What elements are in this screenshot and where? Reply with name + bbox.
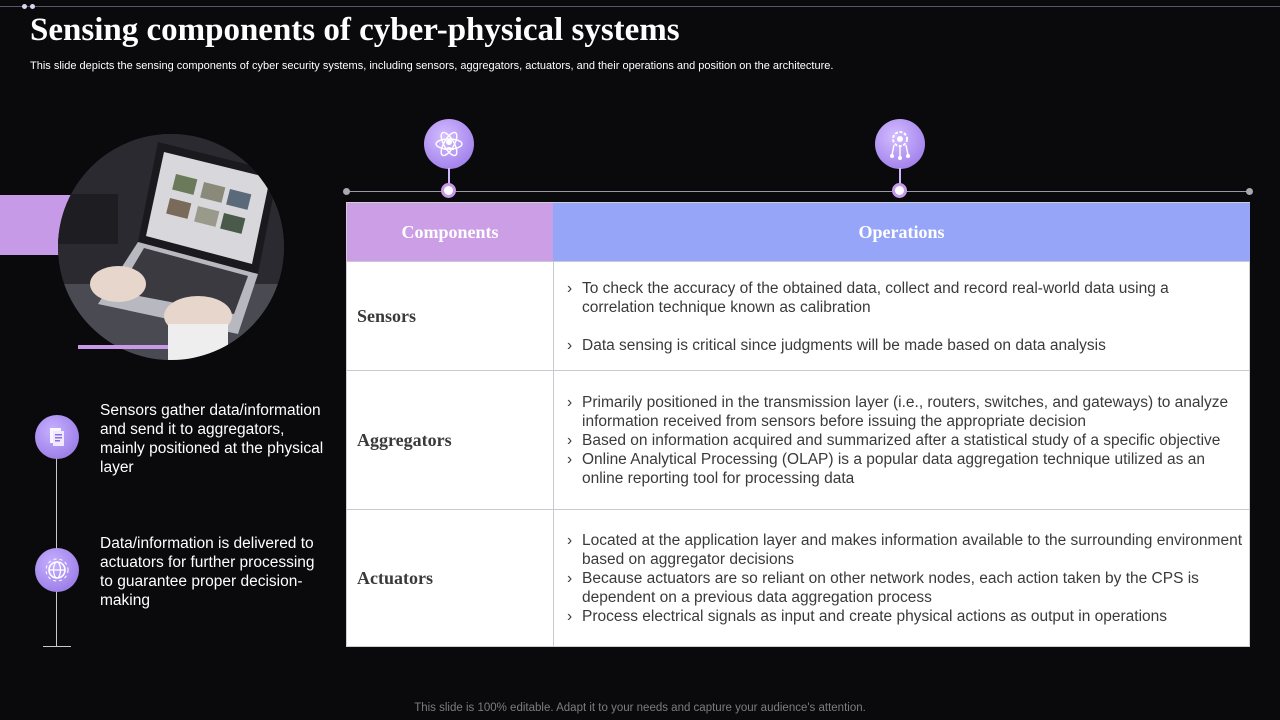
connector-stem (448, 168, 450, 184)
page-title: Sensing components of cyber-physical sys… (30, 12, 680, 48)
connector-node (892, 183, 907, 198)
table-row-actuators: Actuators Located at the application lay… (347, 509, 1250, 647)
connector-stem (899, 168, 901, 184)
operations-list-sensors: To check the accuracy of the obtained da… (567, 279, 1242, 355)
connector-line (346, 191, 1250, 192)
page-subtitle: This slide depicts the sensing component… (30, 60, 834, 72)
header-operations: Operations (553, 203, 1250, 261)
connector-dot (343, 188, 350, 195)
column-divider (553, 261, 554, 647)
timeline-text-sensors: Sensors gather data/information and send… (100, 402, 324, 476)
top-dot (30, 4, 35, 9)
timeline-text-actuators: Data/information is delivered to actuato… (100, 535, 315, 609)
footer-note: This slide is 100% editable. Adapt it to… (414, 702, 866, 714)
row-label-aggregators: Aggregators (357, 430, 452, 450)
connector-dot (1246, 188, 1253, 195)
row-label-sensors: Sensors (357, 306, 417, 326)
document-icon (35, 415, 79, 459)
list-item: Because actuators are so reliant on othe… (567, 569, 1242, 607)
timeline-line (56, 440, 57, 647)
list-item: Based on information acquired and summar… (567, 431, 1242, 450)
operations-list-aggregators: Primarily positioned in the transmission… (567, 393, 1242, 488)
list-item: Data sensing is critical since judgments… (567, 336, 1242, 355)
atom-user-icon (424, 119, 474, 169)
operations-list-actuators: Located at the application layer and mak… (567, 531, 1242, 626)
row-label-actuators: Actuators (357, 568, 433, 588)
components-table: Components Operations Sensors To check t… (346, 202, 1250, 647)
top-divider (0, 6, 1280, 7)
list-item: Process electrical signals as input and … (567, 607, 1242, 626)
header-components: Components (347, 203, 553, 261)
list-item: Located at the application layer and mak… (567, 531, 1242, 569)
laptop-photo-icon (58, 134, 284, 360)
list-item: Online Analytical Processing (OLAP) is a… (567, 450, 1242, 488)
list-item: Primarily positioned in the transmission… (567, 393, 1242, 431)
table-row-sensors: Sensors To check the accuracy of the obt… (347, 261, 1250, 370)
timeline-end (43, 646, 71, 647)
globe-icon (35, 548, 79, 592)
connector-node (441, 183, 456, 198)
photo-accent-bar (78, 345, 168, 349)
top-dot (22, 4, 27, 9)
list-item: To check the accuracy of the obtained da… (567, 279, 1242, 317)
gear-network-icon (875, 119, 925, 169)
table-row-aggregators: Aggregators Primarily positioned in the … (347, 370, 1250, 509)
laptop-photo (58, 134, 284, 360)
